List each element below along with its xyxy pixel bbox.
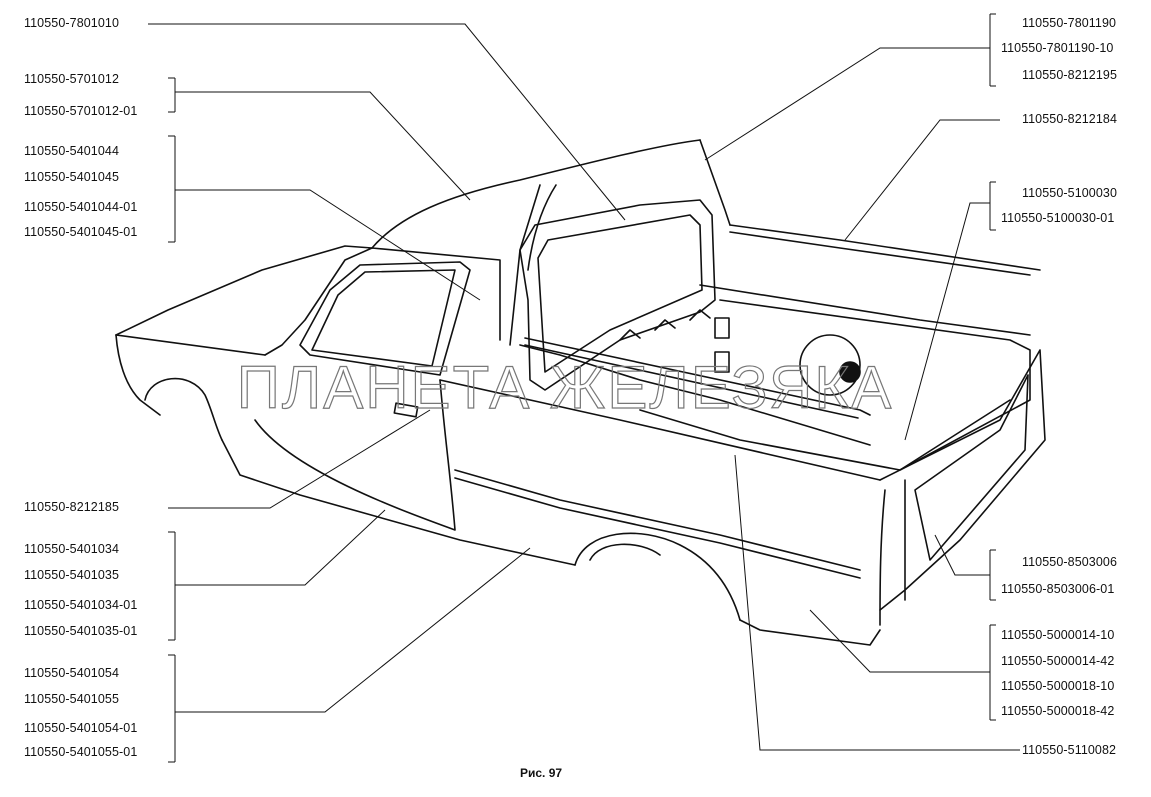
cab-roof <box>371 139 701 249</box>
label-5100030-01: 110550-5100030-01 <box>1001 211 1115 225</box>
label-5100030: 110550-5100030 <box>1022 186 1118 200</box>
label-5401055-01: 110550-5401055-01 <box>24 745 138 759</box>
label-5401045: 110550-5401045 <box>24 170 120 184</box>
rear-wheel-arch <box>574 532 741 621</box>
label-5401034: 110550-5401034 <box>24 542 120 556</box>
door-window <box>299 261 471 376</box>
watermark-text: ПЛАНЕТА ЖЕЛЕЗЯКА <box>237 354 894 421</box>
label-5401035: 110550-5401035 <box>24 568 120 582</box>
label-8503006: 110550-8503006 <box>1022 555 1118 569</box>
leader-lines <box>148 13 1020 763</box>
label-5401034-01: 110550-5401034-01 <box>24 598 138 612</box>
label-5000018-10: 110550-5000018-10 <box>1001 679 1115 693</box>
label-8212195: 110550-8212195 <box>1022 68 1118 82</box>
figure-caption: Рис. 97 <box>520 766 563 780</box>
label-5401055: 110550-5401055 <box>24 692 120 706</box>
label-7801190-10: 110550-7801190-10 <box>1001 41 1114 55</box>
label-5401054: 110550-5401054 <box>24 666 120 680</box>
door-outline <box>264 247 501 356</box>
label-8503006-01: 110550-8503006-01 <box>1001 582 1115 596</box>
label-7801190: 110550-7801190 <box>1022 16 1117 30</box>
bed-rail <box>729 224 1041 271</box>
label-5401054-01: 110550-5401054-01 <box>24 721 138 735</box>
label-5701012: 110550-5701012 <box>24 72 120 86</box>
label-8212184: 110550-8212184 <box>1022 112 1118 126</box>
label-5401045-01: 110550-5401045-01 <box>24 225 138 239</box>
label-5000018-42: 110550-5000018-42 <box>1001 704 1115 718</box>
front-wheel-arch <box>144 377 223 441</box>
label-7801010: 110550-7801010 <box>24 16 120 30</box>
label-5701012-01: 110550-5701012-01 <box>24 104 138 118</box>
label-5110082: 110550-5110082 <box>1022 743 1117 757</box>
hood-outline <box>115 245 373 336</box>
label-5401035-01: 110550-5401035-01 <box>24 624 138 638</box>
label-5000014-10: 110550-5000014-10 <box>1001 628 1115 642</box>
label-5401044-01: 110550-5401044-01 <box>24 200 138 214</box>
label-5000014-42: 110550-5000014-42 <box>1001 654 1115 668</box>
label-8212185: 110550-8212185 <box>24 500 120 514</box>
rear-window-frame <box>519 199 716 391</box>
label-5401044: 110550-5401044 <box>24 144 120 158</box>
